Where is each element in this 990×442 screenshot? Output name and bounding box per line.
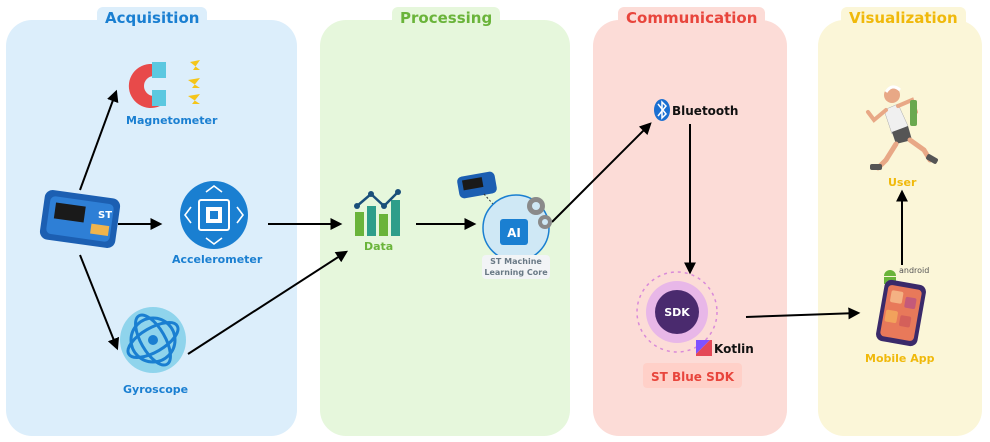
arrow-board-to-magnetometer	[79, 89, 119, 191]
gyroscope-label: Gyroscope	[123, 383, 189, 396]
data-chart-icon	[354, 189, 401, 236]
sdk-icon: SDK	[636, 271, 718, 353]
visualization-title: Visualization	[841, 7, 966, 29]
arrow-mlc-to-bluetooth	[551, 122, 652, 223]
ai-chip-text: AI	[507, 226, 521, 240]
kotlin-label: Kotlin	[714, 342, 754, 356]
mlc-label-box: ST Machine Learning Core	[482, 255, 550, 279]
accelerometer-label: Accelerometer	[172, 253, 263, 266]
mlc-label-line2: Learning Core	[484, 268, 548, 277]
user-label: User	[888, 176, 917, 189]
arrow-sdk-to-mobile	[745, 307, 861, 320]
kotlin-logo-icon	[696, 340, 712, 356]
sdk-label-box: ST Blue SDK	[643, 363, 743, 388]
arrow-board-to-gyroscope	[79, 254, 120, 351]
bluetooth-label: Bluetooth	[672, 104, 739, 118]
android-label: android	[899, 266, 930, 275]
runner-icon	[866, 85, 938, 171]
sdk-circle-text: SDK	[664, 306, 690, 319]
mobile-phone-icon	[876, 279, 926, 347]
bluetooth-icon	[654, 99, 670, 121]
ml-core-icon: AI	[482, 194, 552, 262]
mlc-label-line1: ST Machine	[490, 257, 542, 266]
data-label: Data	[364, 240, 394, 253]
acquisition-title: Acquisition	[97, 7, 208, 29]
communication-title: Communication	[618, 7, 766, 29]
board-logo-text: ST	[98, 210, 112, 221]
gyroscope-icon	[120, 307, 186, 373]
magnetometer-label: Magnetometer	[126, 114, 218, 127]
sdk-label: ST Blue SDK	[651, 370, 735, 384]
sensor-board-icon: ST	[39, 189, 121, 249]
magnet-icon	[128, 60, 200, 108]
processing-title: Processing	[392, 7, 501, 29]
accelerometer-icon	[180, 181, 248, 249]
small-board-icon	[457, 171, 501, 213]
mobile-app-label: Mobile App	[865, 352, 935, 365]
arrow-gyroscope-to-data	[187, 250, 349, 355]
